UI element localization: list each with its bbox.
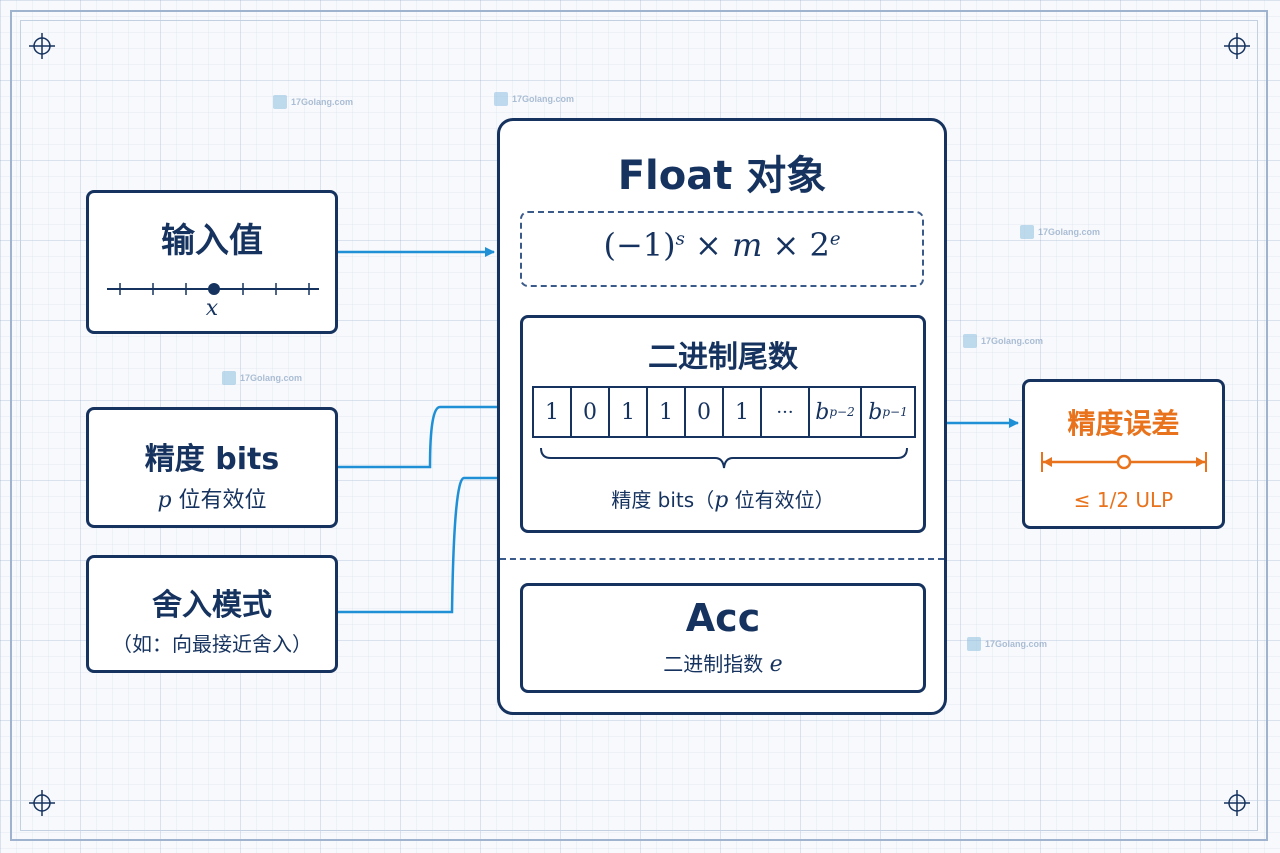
input-value-title: 输入值 [161, 221, 263, 261]
watermark-logo-icon [222, 371, 236, 385]
watermark: 17Golang.com [273, 95, 353, 109]
crosshair-icon [1224, 790, 1250, 816]
formula-times: × [695, 226, 722, 264]
formula-exponent: e [829, 228, 841, 250]
bit-cell: 0 [572, 388, 610, 436]
formula-box: (−1)s × m × 2e [520, 211, 924, 287]
precision-arrow [338, 402, 515, 469]
precision-bits-subtitle: p 位有效位 [89, 482, 335, 514]
watermark-logo-icon [967, 637, 981, 651]
float-object-title: Float 对象 [617, 153, 827, 199]
formula-base-two: 2 [809, 226, 830, 264]
bit-cell: 0 [686, 388, 724, 436]
precision-bits-title: 精度 bits [144, 442, 280, 477]
bit-cell-ellipsis: ··· [762, 388, 810, 436]
curly-brace [540, 447, 908, 469]
watermark: 17Golang.com [967, 637, 1047, 651]
inner-frame [20, 20, 1258, 831]
rounding-mode-box: 舍入模式 （如：向最接近舍入） [86, 555, 338, 673]
outer-frame [10, 10, 1268, 841]
rounding-mode-title: 舍入模式 [152, 588, 272, 623]
watermark: 17Golang.com [222, 371, 302, 385]
watermark: 17Golang.com [1020, 225, 1100, 239]
axis-label-x: x [205, 296, 219, 321]
formula-sign-exponent: s [675, 228, 685, 250]
acc-box: Acc 二进制指数 e [520, 583, 926, 693]
crosshair-icon [29, 33, 55, 59]
acc-var-e: e [769, 652, 783, 677]
formula-sign-base: (−1) [603, 226, 676, 264]
precision-error-box: 精度误差 ≤ 1/2 ULP [1022, 379, 1225, 529]
precision-var-p: p [157, 488, 172, 513]
bit-cell: 1 [724, 388, 762, 436]
error-interval [1041, 452, 1207, 472]
error-bound: ≤ 1/2 ULP [1073, 488, 1174, 512]
section-divider [500, 558, 944, 560]
bit-cell: 1 [648, 388, 686, 436]
rounding-mode-subtitle: （如：向最接近舍入） [112, 632, 312, 656]
formula-times: × [772, 226, 800, 264]
acc-title: Acc [685, 596, 761, 640]
precision-bits-box: 精度 bits p 位有效位 [86, 407, 338, 528]
precision-sub-text: 位有效位 [178, 488, 267, 513]
watermark-logo-icon [1020, 225, 1034, 239]
crosshair-icon [29, 790, 55, 816]
brace-var-p: p [714, 488, 729, 513]
watermark-logo-icon [273, 95, 287, 109]
watermark: 17Golang.com [963, 334, 1043, 348]
crosshair-icon [1224, 33, 1250, 59]
number-line [107, 283, 319, 295]
precision-error-title: 精度误差 [1067, 407, 1180, 440]
watermark-logo-icon [494, 92, 508, 106]
watermark-logo-icon [963, 334, 977, 348]
formula: (−1)s × m × 2e [522, 226, 922, 264]
brace-label: 精度 bits（p 位有效位） [611, 488, 835, 513]
float-object-box: Float 对象 (−1)s × m × 2e 二进制尾数 1 0 1 1 0 … [497, 118, 947, 715]
bit-cell: 1 [610, 388, 648, 436]
watermark: 17Golang.com [494, 92, 574, 106]
bit-cell: 1 [534, 388, 572, 436]
formula-mantissa-var: m [732, 226, 763, 264]
mantissa-title: 二进制尾数 [648, 340, 798, 375]
input-value-box: 输入值 x [86, 190, 338, 334]
rounding-arrow [338, 473, 515, 614]
acc-subtitle: 二进制指数 e [663, 652, 783, 677]
